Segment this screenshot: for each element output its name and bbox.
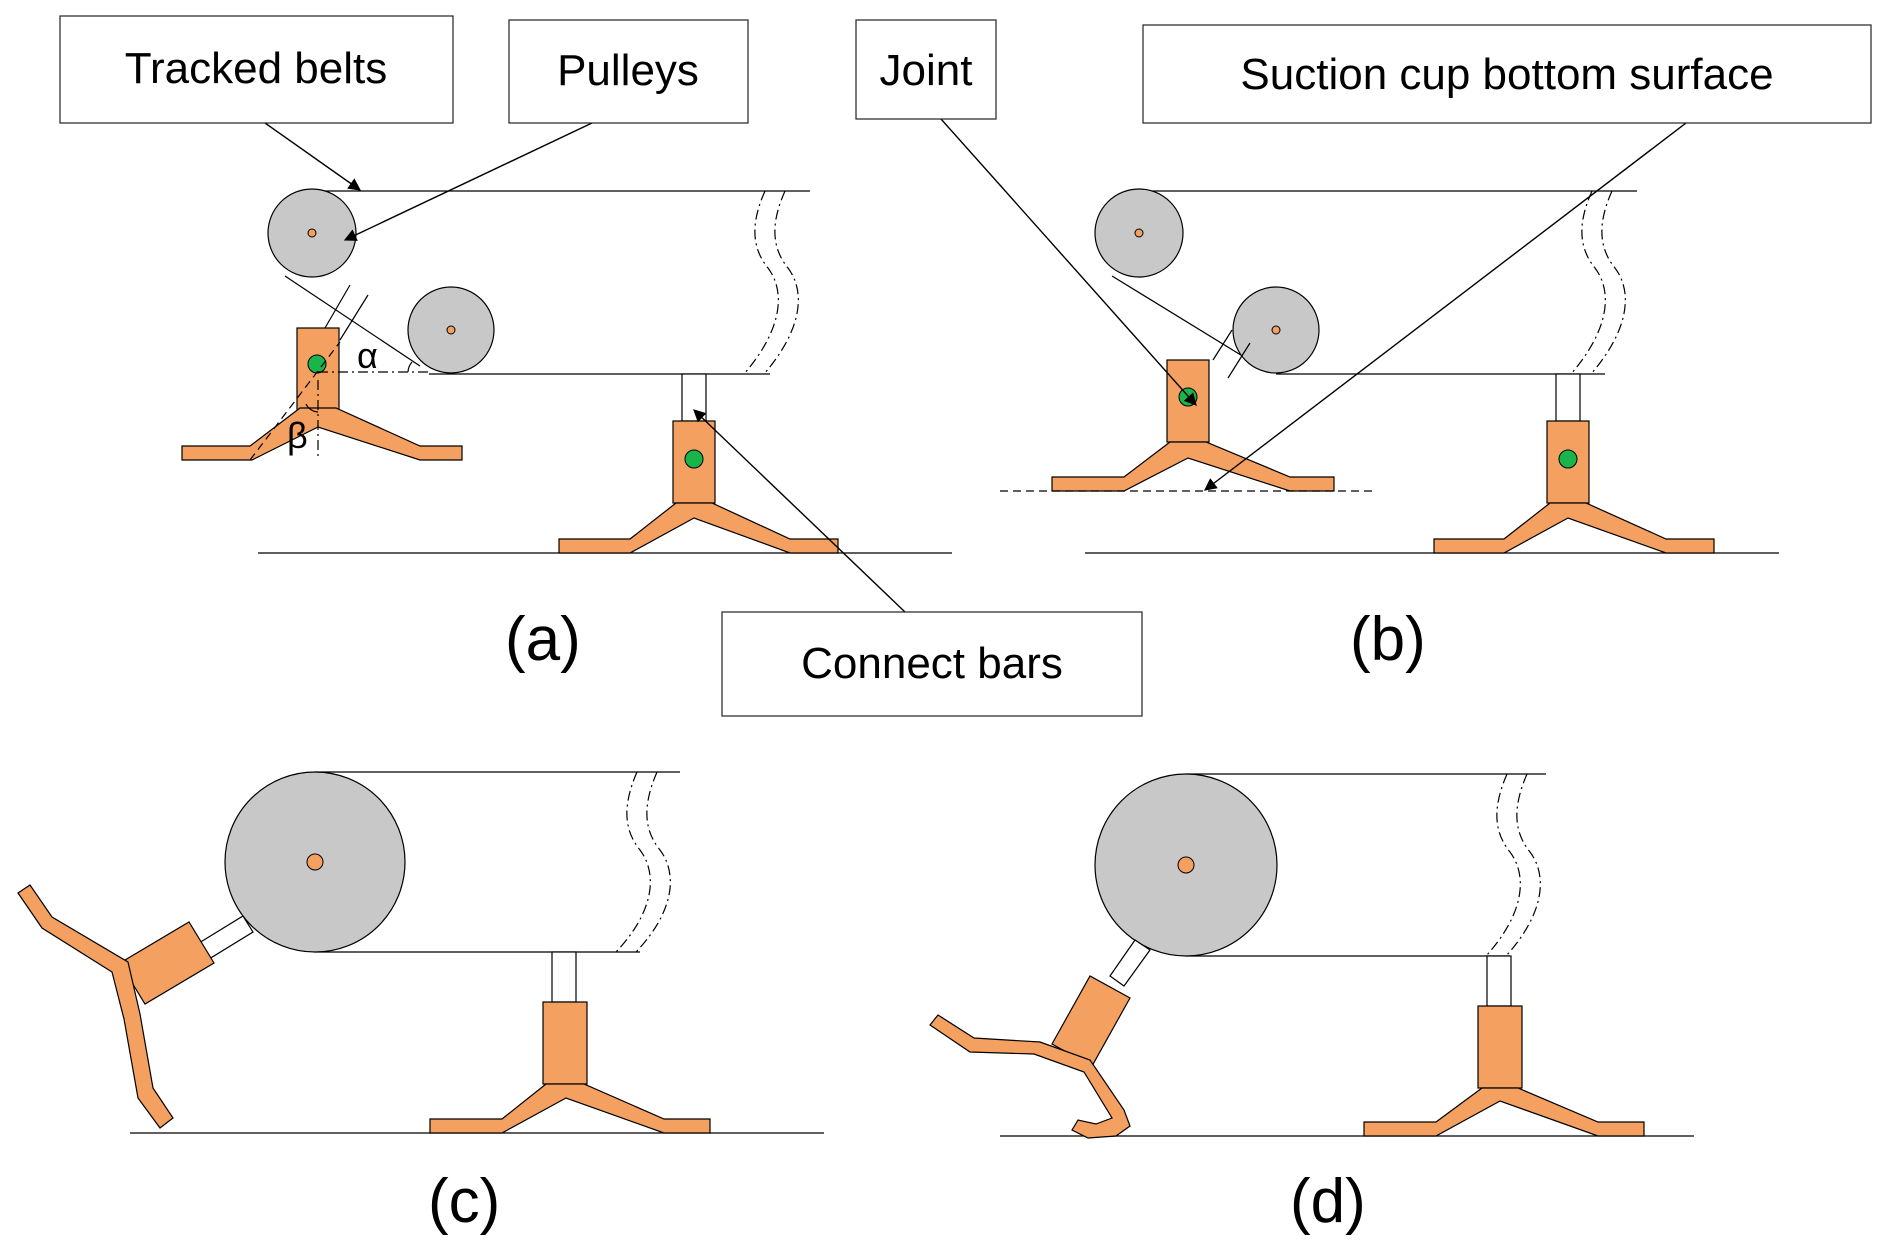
panel-label-b: (b) <box>1350 605 1426 674</box>
break-lines <box>615 771 671 953</box>
svg-text:Connect bars: Connect bars <box>801 639 1063 688</box>
tracked-belt <box>315 771 680 953</box>
rear-pulley <box>267 188 357 278</box>
break-lines <box>743 190 799 375</box>
rear-connect-bar <box>1486 955 1512 1007</box>
front-suction-cup <box>1051 359 1335 492</box>
front-connect-bar <box>1109 939 1151 987</box>
break-lines <box>1570 190 1626 375</box>
rear-suction-cup <box>429 1001 711 1134</box>
axle-dot <box>1271 325 1281 335</box>
rear-suction-cup <box>1433 420 1715 554</box>
panel-label-d: (d) <box>1290 1167 1366 1236</box>
front-connect-bar <box>1212 329 1233 361</box>
leader-pulleys <box>343 122 593 241</box>
front-suction-cup <box>181 327 463 461</box>
rear-connect-bar <box>551 951 577 1003</box>
callout-tracked-belts: Tracked belts <box>59 15 454 124</box>
front-pulley <box>1232 286 1320 374</box>
leader-connect-bars <box>693 409 906 613</box>
front-pulley <box>407 286 495 374</box>
panel-a: α β (a) <box>181 188 952 674</box>
alpha-symbol: α <box>357 335 378 376</box>
large-pulley <box>224 771 406 953</box>
joint-dot <box>1558 449 1578 469</box>
front-suction-cup <box>929 975 1131 1139</box>
panel-d: (d) <box>929 773 1694 1236</box>
break-lines <box>1485 773 1541 957</box>
svg-text:Tracked belts: Tracked belts <box>125 44 387 93</box>
large-pulley <box>1094 773 1278 957</box>
rear-suction-cup <box>1363 1005 1645 1137</box>
svg-text:Suction cup bottom surface: Suction cup bottom surface <box>1240 50 1773 99</box>
tracked-belt <box>1111 190 1637 375</box>
panel-label-a: (a) <box>505 605 581 674</box>
axle-dot <box>1134 228 1144 238</box>
rear-connect-bar <box>1555 373 1581 422</box>
axle-dot <box>307 228 317 238</box>
rear-pulley <box>1094 188 1184 278</box>
panel-label-c: (c) <box>428 1167 500 1236</box>
svg-text:Pulleys: Pulleys <box>557 46 699 95</box>
front-suction-cup <box>17 884 215 1129</box>
angle-guides <box>249 341 430 461</box>
callout-connect-bars: Connect bars <box>721 611 1143 717</box>
axle-dot <box>1177 856 1195 874</box>
panel-c: (c) <box>17 771 824 1236</box>
svg-text:Joint: Joint <box>880 46 973 95</box>
leader-suction-cup-bottom <box>1203 122 1687 491</box>
axle-dot <box>446 325 456 335</box>
leader-tracked-belts <box>264 122 362 191</box>
callout-pulleys: Pulleys <box>508 19 749 124</box>
joint-dot <box>684 449 704 469</box>
axle-dot <box>306 853 324 871</box>
front-connect-bar <box>324 284 351 329</box>
rear-suction-cup <box>558 420 839 554</box>
callout-suction-cup-bottom-surface: Suction cup bottom surface <box>1142 24 1872 124</box>
rear-connect-bar <box>681 373 707 422</box>
beta-symbol: β <box>287 415 308 456</box>
leader-lines <box>264 118 1687 613</box>
tracked-belt <box>1186 773 1546 957</box>
leader-joint <box>940 118 1197 406</box>
panel-b: (b) <box>1000 188 1779 674</box>
callout-joint: Joint <box>855 19 997 120</box>
